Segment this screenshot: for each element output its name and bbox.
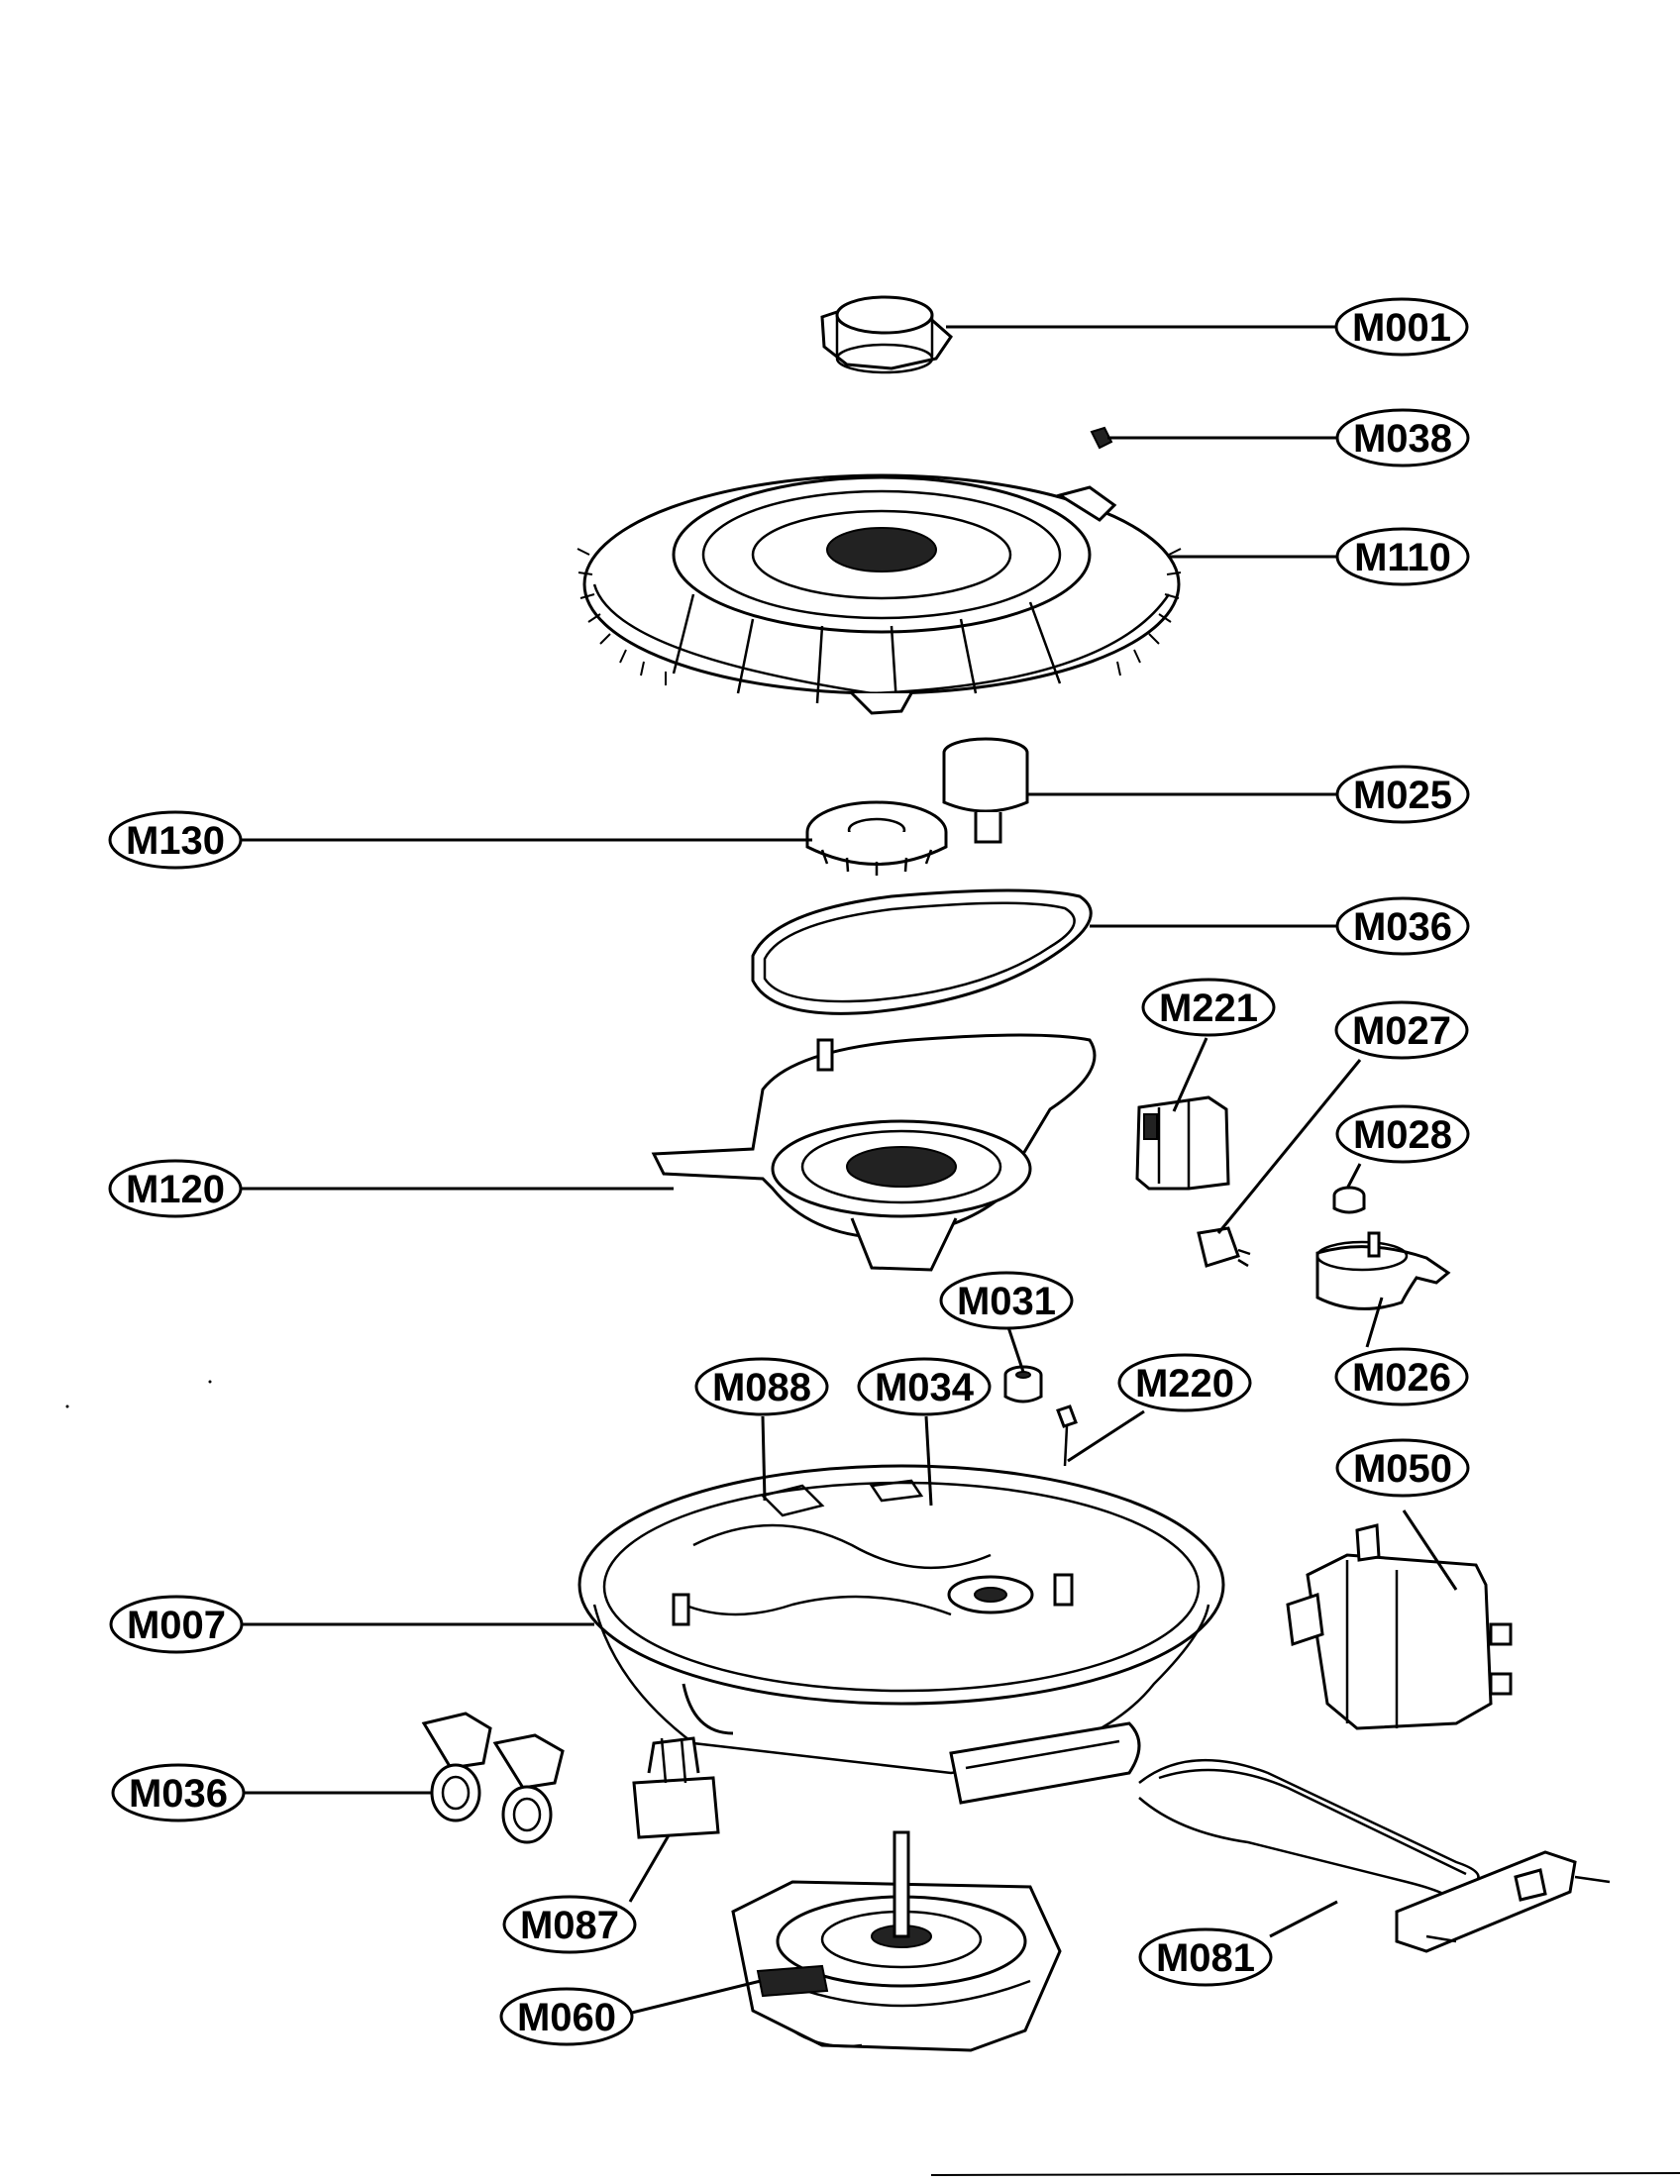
label-m027: M027 [1352,1009,1451,1053]
part-m130-impeller [807,802,946,876]
callout-m130: M130 [110,812,241,868]
label-m026: M026 [1352,1356,1451,1400]
callout-m120: M120 [110,1161,241,1216]
part-m025-cylinder [944,739,1027,842]
callout-m036-lower: M036 [113,1765,244,1820]
part-m060-motor [733,1832,1060,2050]
label-m110: M110 [1354,536,1451,579]
label-m088: M088 [712,1366,811,1409]
part-m036-clips [424,1714,563,1842]
label-m001: M001 [1352,306,1451,350]
part-m087-valve [634,1738,718,1837]
label-m220: M220 [1135,1362,1234,1405]
callout-m038: M038 [1337,410,1468,466]
label-m031: M031 [957,1280,1056,1323]
part-m031-grommet [1005,1367,1041,1402]
label-m221: M221 [1159,987,1258,1030]
callout-m031: M031 [941,1273,1072,1328]
part-m081-heater [1139,1760,1610,1951]
part-m120-housing [654,1035,1095,1270]
part-m221-bracket [1137,1097,1228,1189]
label-m081: M081 [1156,1936,1255,1980]
part-m028-nut [1334,1188,1364,1212]
label-m007: M007 [127,1604,226,1647]
label-m120: M120 [126,1168,225,1211]
part-m026-sensor [1317,1233,1448,1308]
label-m087: M087 [520,1904,619,1947]
callout-m036-upper: M036 [1337,898,1468,954]
callout-m001: M001 [1336,299,1467,355]
callout-m110: M110 [1337,529,1468,584]
label-m025: M025 [1353,774,1452,817]
callout-m026: M026 [1336,1349,1467,1404]
label-m036-upper: M036 [1353,905,1452,949]
callout-m050: M050 [1337,1440,1468,1496]
part-m036-gasket [753,890,1091,1013]
callout-m028: M028 [1337,1106,1468,1162]
label-m036-lower: M036 [129,1772,228,1816]
callout-m034: M034 [859,1359,990,1414]
callout-m060: M060 [501,1989,632,2044]
part-m110-filter [578,475,1181,713]
label-m028: M028 [1353,1113,1452,1157]
callout-m081: M081 [1140,1929,1271,1985]
part-m027-switch [1199,1228,1250,1266]
callout-m087: M087 [504,1897,635,1952]
part-m001-cap [822,297,951,372]
label-m130: M130 [126,819,225,863]
callout-m007: M007 [111,1597,242,1652]
callout-m221: M221 [1143,980,1274,1035]
label-m060: M060 [517,1996,616,2039]
callout-m027: M027 [1336,1002,1467,1058]
callout-m025: M025 [1337,767,1468,822]
callout-m088: M088 [696,1359,827,1414]
label-m050: M050 [1353,1447,1452,1491]
label-m034: M034 [875,1366,975,1409]
label-m038: M038 [1353,417,1452,461]
callout-m220: M220 [1119,1355,1250,1410]
part-m050-pump [1288,1525,1511,1728]
